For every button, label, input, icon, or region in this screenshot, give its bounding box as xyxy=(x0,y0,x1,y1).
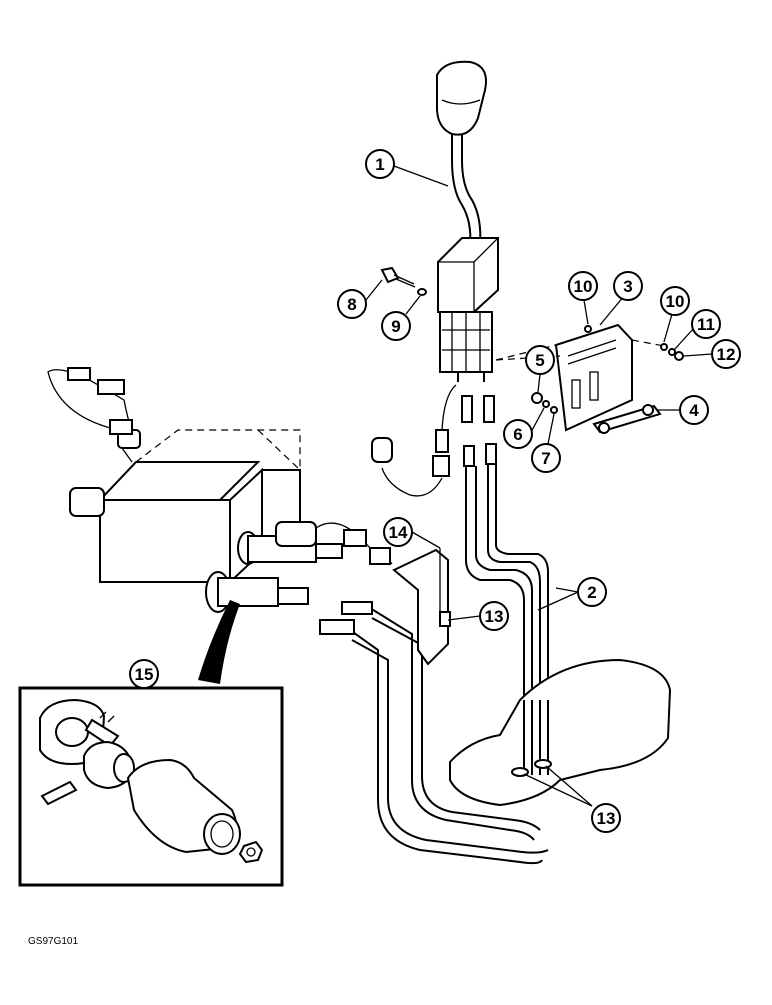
callout-5 xyxy=(525,345,555,375)
callout-13b xyxy=(591,803,621,833)
callout-8 xyxy=(337,289,367,319)
callout-13a xyxy=(479,601,509,631)
callout-9-label: 9 xyxy=(391,317,400,336)
bolt xyxy=(380,266,427,296)
lever-housing xyxy=(437,237,499,382)
callout-3-label: 3 xyxy=(623,277,632,296)
callout-9 xyxy=(381,311,411,341)
callout-11 xyxy=(691,309,721,339)
lower-cables xyxy=(319,601,549,865)
callout-1 xyxy=(365,149,395,179)
callout-13b-label: 13 xyxy=(597,809,616,828)
wiring-harness xyxy=(47,367,133,435)
callout-14 xyxy=(383,517,413,547)
cable-ends xyxy=(371,384,497,497)
callout-12-label: 12 xyxy=(717,345,736,364)
hardware xyxy=(531,325,684,414)
valve-spools xyxy=(205,521,393,613)
callout-10a xyxy=(568,271,598,301)
floor-section xyxy=(449,658,672,807)
callout-3 xyxy=(613,271,643,301)
callouts: 1 2 3 4 5 6 7 8 9 10 10 11 xyxy=(129,149,741,833)
callout-10a-label: 10 xyxy=(574,277,593,296)
callout-4 xyxy=(679,395,709,425)
callout-2-label: 2 xyxy=(587,583,596,602)
figure-code: GS97G101 xyxy=(28,936,78,947)
callout-6-label: 6 xyxy=(513,425,522,444)
callout-10b xyxy=(660,286,690,316)
callout-10b-label: 10 xyxy=(666,292,685,311)
callout-15 xyxy=(129,659,159,689)
callout-4-label: 4 xyxy=(689,401,699,420)
detail-inset xyxy=(18,600,284,887)
callout-15-label: 15 xyxy=(135,665,154,684)
callout-5-label: 5 xyxy=(535,351,544,370)
control-lever xyxy=(436,60,487,246)
callout-1-label: 1 xyxy=(375,155,384,174)
sensor-bracket xyxy=(392,548,451,666)
bracket xyxy=(592,404,662,434)
callout-14-label: 14 xyxy=(389,523,408,542)
callout-2 xyxy=(577,577,607,607)
callout-11-label: 11 xyxy=(697,315,715,334)
control-cables xyxy=(465,464,549,770)
callout-8-label: 8 xyxy=(347,295,356,314)
callout-7-label: 7 xyxy=(541,449,550,468)
callout-6 xyxy=(503,419,533,449)
callout-12 xyxy=(711,339,741,369)
callout-13a-label: 13 xyxy=(485,607,504,626)
callout-7 xyxy=(531,443,561,473)
